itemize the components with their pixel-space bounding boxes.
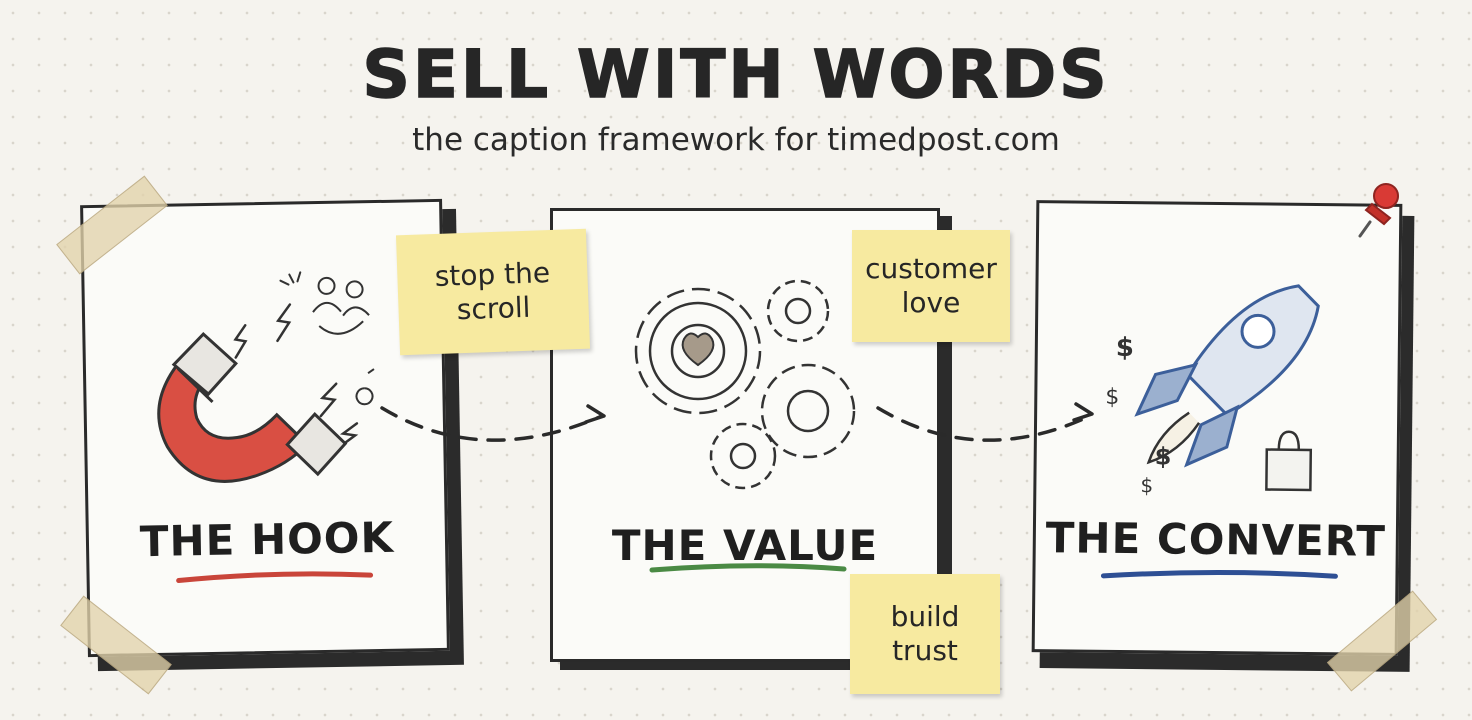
gears-heart-icon <box>634 279 856 490</box>
note-line: scroll <box>456 290 531 327</box>
card-hook: THE HOOK <box>80 198 450 658</box>
card-label: THE VALUE <box>611 521 879 570</box>
magnet-icon <box>157 271 375 483</box>
svg-text:$: $ <box>1140 473 1153 497</box>
note-line: love <box>901 286 961 319</box>
note-line: build <box>890 600 960 633</box>
arrow-value-to-convert <box>876 402 1094 442</box>
svg-text:$: $ <box>1105 385 1119 410</box>
page-subtitle: the caption framework for timedpost.com <box>412 122 1060 158</box>
card-label: THE HOOK <box>139 512 395 567</box>
rocket-icon: $ $ $ $ <box>1105 284 1320 497</box>
value-underline <box>649 563 847 573</box>
card-label: THE CONVERT <box>1045 513 1387 566</box>
arrow-hook-to-value <box>380 404 606 442</box>
svg-text:$: $ <box>1116 333 1134 363</box>
hook-underline <box>176 571 374 584</box>
svg-text:$: $ <box>1155 442 1172 470</box>
note-line: stop the <box>434 256 551 294</box>
shopping-bag-icon <box>1265 430 1313 492</box>
convert-underline <box>1100 570 1338 579</box>
note-line: customer <box>865 252 997 285</box>
card-convert: $ $ $ $ THE CONVERT <box>1031 200 1403 656</box>
page-title: SELL WITH WORDS <box>362 35 1110 114</box>
note-line: trust <box>892 634 958 667</box>
pushpin-icon <box>1358 183 1399 238</box>
